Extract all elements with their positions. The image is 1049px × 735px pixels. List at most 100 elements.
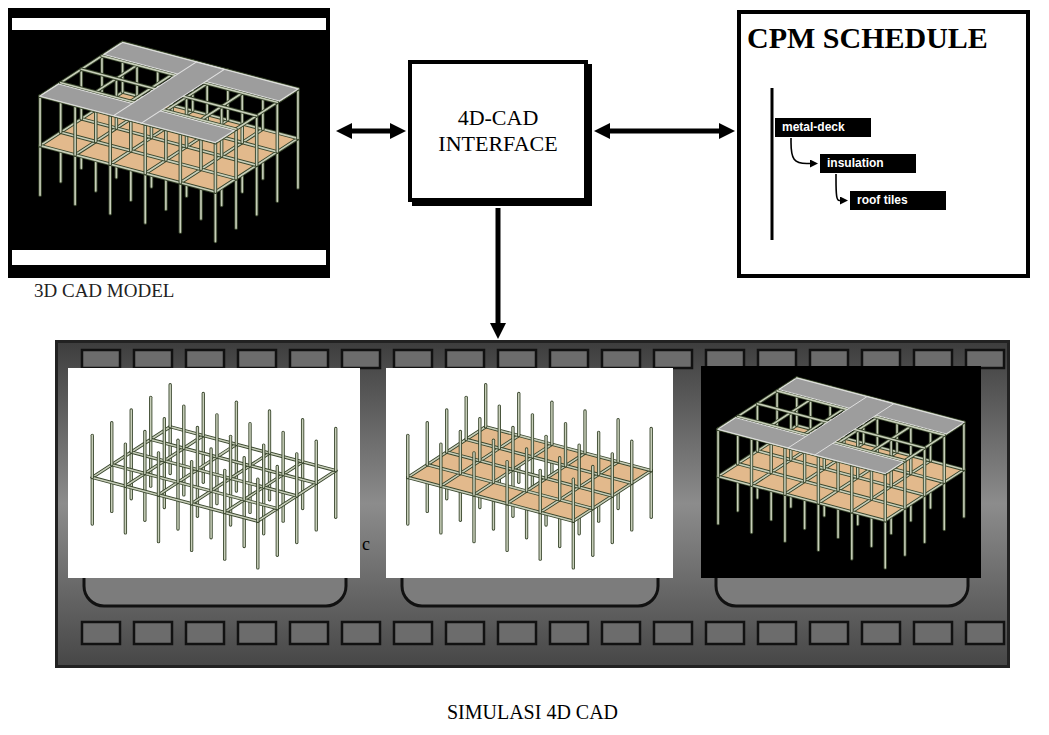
white-bar [12, 18, 326, 30]
frame-member [630, 441, 633, 483]
sprocket-hole [290, 622, 328, 644]
frame-member [924, 448, 926, 495]
frame-member [850, 465, 853, 512]
frame-member [943, 482, 945, 529]
frame-member [169, 385, 172, 427]
frame-member [962, 422, 965, 469]
frame-image [701, 366, 981, 578]
drawing-group [718, 378, 964, 568]
frame-member [486, 427, 652, 471]
frame-member [592, 509, 594, 556]
frame-member [558, 458, 561, 500]
frame-member [903, 461, 906, 508]
building-model [92, 385, 335, 568]
frame-member [851, 512, 853, 559]
frame-member [335, 471, 337, 518]
frame-member [539, 470, 541, 512]
frame-member [176, 482, 179, 529]
sprocket-hole [342, 350, 380, 368]
frame-member [91, 477, 94, 524]
frame-member [631, 483, 633, 530]
flow-arrow [352, 129, 390, 134]
frame-member [256, 116, 258, 166]
frame-member [850, 512, 853, 559]
film-strip: SIMULASI 4D CAD [55, 340, 1010, 668]
frame-member [144, 431, 146, 473]
activity-bar: metal-deck [775, 118, 871, 137]
frame-member [214, 192, 218, 242]
sprocket-hole [394, 622, 432, 644]
frame-member [276, 102, 280, 152]
frame-member [143, 431, 146, 473]
frame-member [210, 449, 212, 491]
frame-member [297, 89, 299, 139]
frame-member [472, 495, 475, 542]
frame-member [650, 471, 652, 518]
frame-member [281, 432, 284, 474]
frame-member [176, 440, 179, 482]
frame-member [751, 438, 753, 485]
model-panel: 3D CAD MODEL [8, 8, 330, 278]
flow-arrow [496, 208, 501, 323]
frame-member [230, 478, 232, 525]
frame-member [92, 435, 94, 477]
frame-member [783, 447, 786, 494]
frame-member [511, 428, 514, 470]
frame-member [408, 477, 574, 521]
frame-member [492, 440, 495, 482]
sprocket-hole [706, 350, 744, 368]
frame-member [74, 155, 76, 205]
frame-member [334, 428, 337, 470]
frame-member [179, 133, 183, 183]
sprocket-hole [290, 350, 328, 368]
frame-member [112, 465, 278, 509]
frame-member [499, 406, 501, 448]
frame-member [817, 503, 820, 550]
sprocket-hole [966, 350, 1004, 368]
frame-member [884, 473, 886, 520]
drawing-group [68, 350, 1004, 644]
frame-member [263, 445, 265, 487]
frame-member [125, 444, 127, 486]
frame-member [224, 470, 226, 512]
frame-member [611, 454, 614, 496]
frame-member [249, 424, 251, 466]
stray-letter: c [362, 534, 370, 554]
frame-member [884, 521, 886, 568]
activity-label: roof tiles [857, 193, 908, 207]
model-ground [12, 12, 326, 274]
sprocket-hole [82, 622, 120, 644]
frame-member [262, 487, 265, 534]
frame-member [256, 521, 259, 568]
sprocket-hole [966, 622, 1004, 644]
sprocket-hole [394, 350, 432, 368]
frame-member [40, 146, 215, 192]
frame-member [512, 428, 514, 470]
frame-member [215, 143, 217, 193]
frame-member [282, 432, 284, 474]
frame-member [439, 444, 442, 486]
frame-member [465, 397, 467, 439]
sprocket-hole [706, 622, 744, 644]
frame-member [229, 436, 232, 478]
drawing-group [408, 385, 651, 568]
frame-member [616, 420, 619, 462]
frame-member [169, 385, 171, 427]
frame-member [144, 173, 146, 223]
frame-member [473, 453, 475, 495]
time-axis [771, 88, 774, 240]
frame-member [573, 479, 575, 521]
frame-member [591, 509, 594, 556]
frame-member [295, 454, 298, 496]
sprocket-hole [602, 350, 640, 368]
sprocket-hole [862, 350, 900, 368]
frame-member [583, 411, 586, 453]
frame-member [39, 96, 41, 146]
frame-member [407, 435, 409, 477]
frame-member [459, 431, 462, 473]
frame-member [472, 453, 475, 495]
frame-member [234, 179, 238, 229]
frame-member [466, 439, 632, 483]
dependency-arrow [836, 174, 840, 201]
